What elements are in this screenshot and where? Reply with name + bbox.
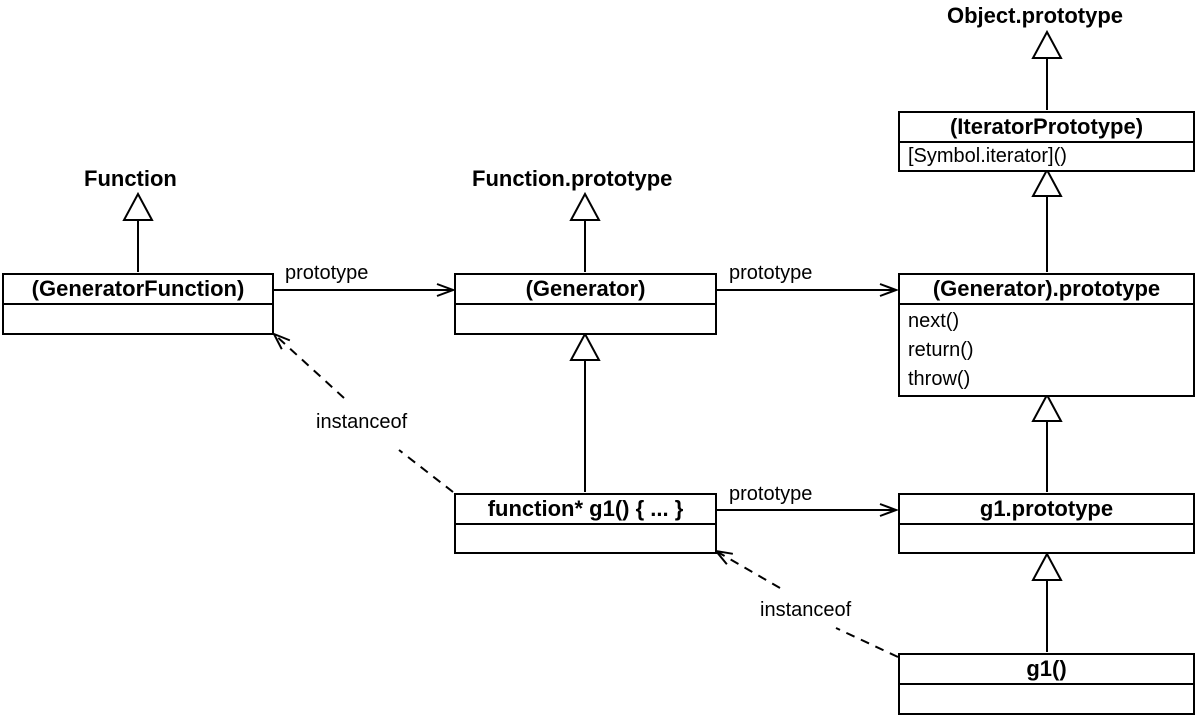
box-generator-prototype: (Generator).prototype next() return() th… (898, 273, 1195, 397)
member-symbol-iterator: [Symbol.iterator]() (908, 145, 1067, 167)
label-object-prototype: Object.prototype (947, 3, 1124, 28)
inherit-triangle-functionprototype (569, 191, 601, 221)
label-function: Function (84, 166, 177, 191)
instanceof-arrow-g1-g1function-a (835, 627, 899, 658)
box-g1-prototype: g1.prototype (898, 493, 1195, 554)
box-generator-function: (GeneratorFunction) (2, 273, 274, 335)
box-title: (GeneratorFunction) (4, 275, 272, 305)
box-title: function* g1() { ... } (456, 495, 715, 525)
edge-label-prototype-1: prototype (285, 262, 369, 284)
box-g1-instance: g1() (898, 653, 1195, 715)
inherit-triangle-g1prototype (1031, 551, 1063, 581)
inherit-triangle-objectprototype (1031, 29, 1063, 59)
box-title: g1.prototype (900, 495, 1193, 525)
edge-label-prototype-2: prototype (729, 262, 813, 284)
box-g1-function: function* g1() { ... } (454, 493, 717, 554)
inherit-triangle-generator (569, 331, 601, 361)
edge-label-prototype-3: prototype (729, 483, 813, 505)
box-title: (Generator).prototype (900, 275, 1193, 305)
box-iterator-prototype: (IteratorPrototype) [Symbol.iterator]() (898, 111, 1195, 172)
edge-label-instanceof-2: instanceof (760, 599, 852, 622)
edge-label-instanceof-1: instanceof (316, 411, 408, 434)
instanceof-arrow-g1-g1function-b (716, 551, 781, 589)
instanceof-arrow-g1function-generatorfunction-b (274, 334, 345, 399)
inherit-triangle-function (122, 191, 154, 221)
inherit-triangle-generatorprototype (1031, 392, 1063, 422)
box-generator: (Generator) (454, 273, 717, 335)
member-throw: throw() (908, 368, 971, 390)
box-title: g1() (900, 655, 1193, 685)
instanceof-arrow-g1function-generatorfunction-a (398, 449, 454, 493)
member-return: return() (908, 339, 974, 361)
inherit-triangle-iteratorprototype (1031, 167, 1063, 197)
box-title: (Generator) (456, 275, 715, 305)
box-title: (IteratorPrototype) (900, 113, 1193, 143)
member-next: next() (908, 310, 960, 332)
label-function-prototype: Function.prototype (472, 166, 673, 191)
